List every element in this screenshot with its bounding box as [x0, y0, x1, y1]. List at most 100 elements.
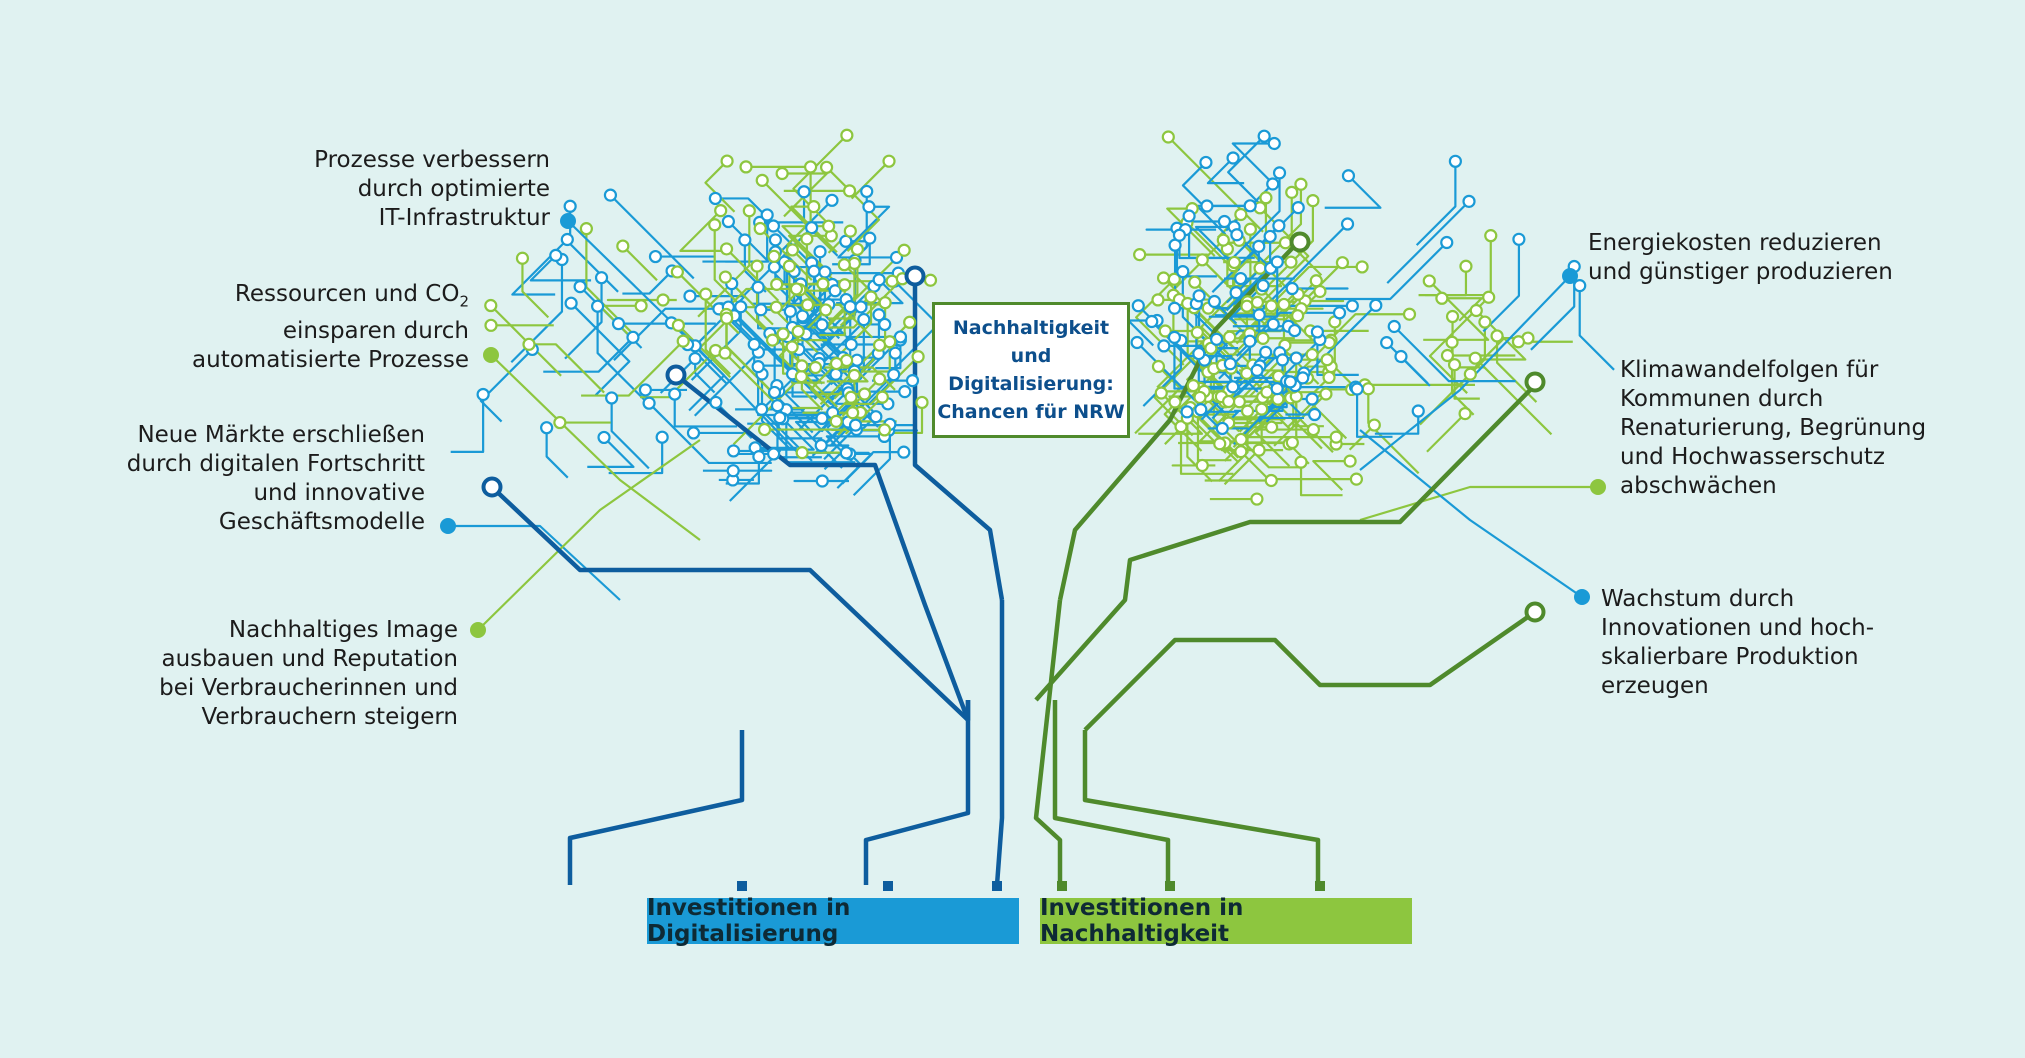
- branch-node: [795, 359, 809, 373]
- branch-node: [1294, 177, 1308, 191]
- branch-line: [570, 302, 631, 396]
- branch-node: [1243, 222, 1257, 236]
- branch-node: [1422, 274, 1436, 288]
- branch-node: [1226, 380, 1240, 394]
- branch-node: [734, 300, 748, 314]
- branch-node: [848, 418, 863, 432]
- connector-line: [1359, 485, 1598, 522]
- label-text: Ressourcen und CO: [234, 281, 460, 307]
- branch-node: [742, 204, 756, 218]
- branch-node: [1193, 390, 1207, 405]
- branch-node: [590, 299, 605, 313]
- branch-line: [757, 366, 825, 417]
- label-line: abschwächen: [1620, 473, 1777, 499]
- label-wachstum: Wachstum durch Innovationen und hoch- sk…: [1601, 585, 1874, 701]
- branch-node: [484, 298, 498, 313]
- branch-node: [794, 369, 808, 384]
- branch-line: [1355, 388, 1393, 438]
- branch-node: [819, 303, 833, 317]
- label-line: bei Verbraucherinnen und: [159, 675, 458, 701]
- branch-node: [857, 387, 872, 401]
- branch-node: [1285, 185, 1299, 199]
- branch-node: [686, 426, 701, 440]
- branch-node: [611, 317, 626, 331]
- branch-line: [1167, 136, 1264, 233]
- branch-node: [540, 421, 554, 435]
- branch-node: [813, 245, 827, 259]
- branch-line: [1312, 460, 1351, 491]
- label-line: Verbrauchern steigern: [201, 704, 458, 730]
- branch-line: [673, 394, 738, 428]
- branch-node: [923, 273, 938, 287]
- circuit-nodes: [476, 128, 1587, 891]
- branch-line: [1173, 337, 1240, 390]
- branch-node: [573, 279, 587, 294]
- branch-line: [704, 294, 732, 375]
- branch-line: [622, 245, 658, 282]
- branch-node: [838, 278, 852, 292]
- branch-node: [1345, 299, 1359, 313]
- branch-node: [785, 340, 799, 354]
- branch-node: [816, 277, 830, 291]
- branch-node: [726, 444, 741, 458]
- branch-node: [1573, 279, 1587, 293]
- branch-node: [791, 324, 805, 339]
- branch-line: [1240, 438, 1302, 469]
- branch-line: [1206, 157, 1245, 185]
- branch-node: [1176, 265, 1190, 279]
- branch-node: [1252, 239, 1266, 253]
- branch-node: [1194, 403, 1208, 417]
- branch-node: [1131, 299, 1145, 313]
- branch-node: [1322, 370, 1336, 385]
- branch-line: [778, 309, 827, 402]
- branch-line: [521, 258, 550, 319]
- label-line: durch digitalen Fortschritt: [126, 451, 425, 477]
- label-line: Klimawandelfolgen für: [1620, 357, 1879, 383]
- branch-line: [837, 205, 891, 258]
- branch-line: [697, 210, 751, 318]
- branch-node: [1402, 307, 1417, 321]
- branch-node: [765, 333, 780, 347]
- branch-node: [1195, 458, 1209, 473]
- branch-line: [1179, 426, 1234, 475]
- branch-node: [818, 265, 832, 279]
- branch-node: [775, 166, 789, 181]
- branch-node: [1265, 420, 1279, 434]
- branch-node: [844, 337, 858, 352]
- branch-node: [718, 346, 732, 360]
- branch-node: [1387, 319, 1401, 334]
- branch-line: [788, 234, 837, 283]
- branch-node: [770, 399, 785, 413]
- branch-node: [579, 222, 593, 236]
- branch-node: [1240, 404, 1255, 418]
- branch-node: [1275, 353, 1290, 367]
- trunk-branch: [863, 700, 971, 885]
- label-line: und innovative: [253, 480, 425, 506]
- branch-node: [1222, 394, 1236, 409]
- trunk-branch: [1082, 730, 1321, 885]
- branch-node: [1257, 129, 1271, 143]
- label-dot: [483, 347, 499, 363]
- main-branch-node: [665, 364, 687, 386]
- branch-node: [1250, 492, 1264, 506]
- branch-node: [1195, 253, 1209, 267]
- branch-line: [1265, 200, 1314, 289]
- label-line: Innovationen und hoch-: [1601, 615, 1875, 641]
- branch-node: [1288, 323, 1302, 338]
- branch-node: [805, 221, 819, 235]
- branch-line: [479, 348, 534, 423]
- branch-node: [864, 290, 878, 304]
- branch-node: [767, 249, 781, 263]
- trunk-terminal: [1165, 881, 1175, 891]
- branch-line: [1166, 207, 1216, 257]
- center-title-line-1: Nachhaltigkeit und: [952, 317, 1110, 367]
- branch-node: [1271, 392, 1285, 406]
- branch-node: [847, 368, 861, 382]
- label-line: Neue Märkte erschließen: [137, 422, 425, 448]
- branch-line: [759, 227, 813, 281]
- branch-node: [839, 446, 853, 460]
- branch-node: [1435, 291, 1449, 305]
- branch-node: [1482, 290, 1496, 304]
- branch-node: [785, 243, 800, 257]
